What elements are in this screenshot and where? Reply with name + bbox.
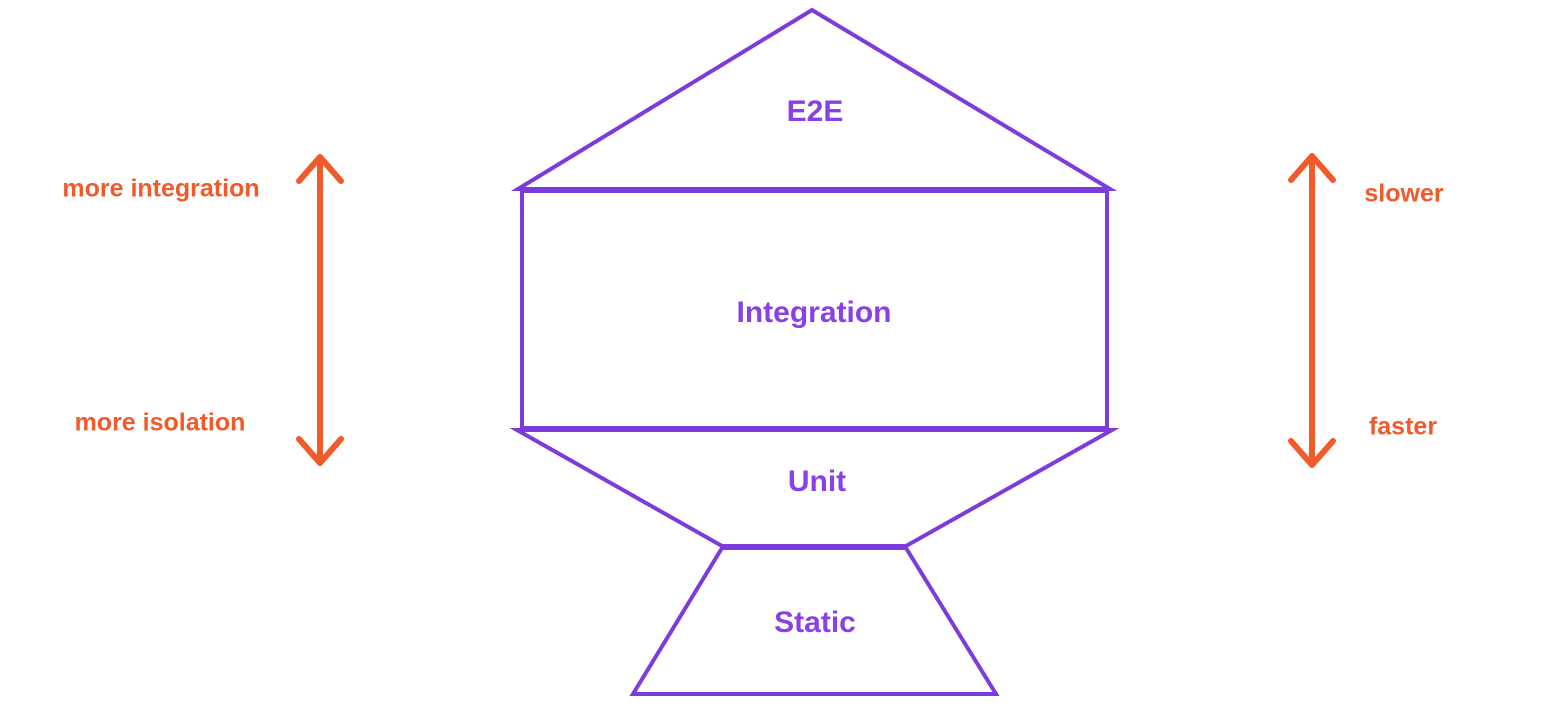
- slower-faster-arrow-icon: [1288, 153, 1336, 468]
- faster-label: faster: [1368, 412, 1438, 441]
- integration-isolation-arrow-icon: [296, 154, 344, 466]
- unit-label: Unit: [787, 465, 847, 498]
- slower-label: slower: [1364, 179, 1444, 208]
- static-label: Static: [774, 606, 856, 639]
- static-trapezoid: [629, 546, 1000, 696]
- more-isolation-label: more isolation: [74, 408, 246, 437]
- e2e-label: E2E: [786, 95, 844, 128]
- more-integration-label: more integration: [62, 174, 260, 203]
- integration-label: Integration: [736, 296, 892, 329]
